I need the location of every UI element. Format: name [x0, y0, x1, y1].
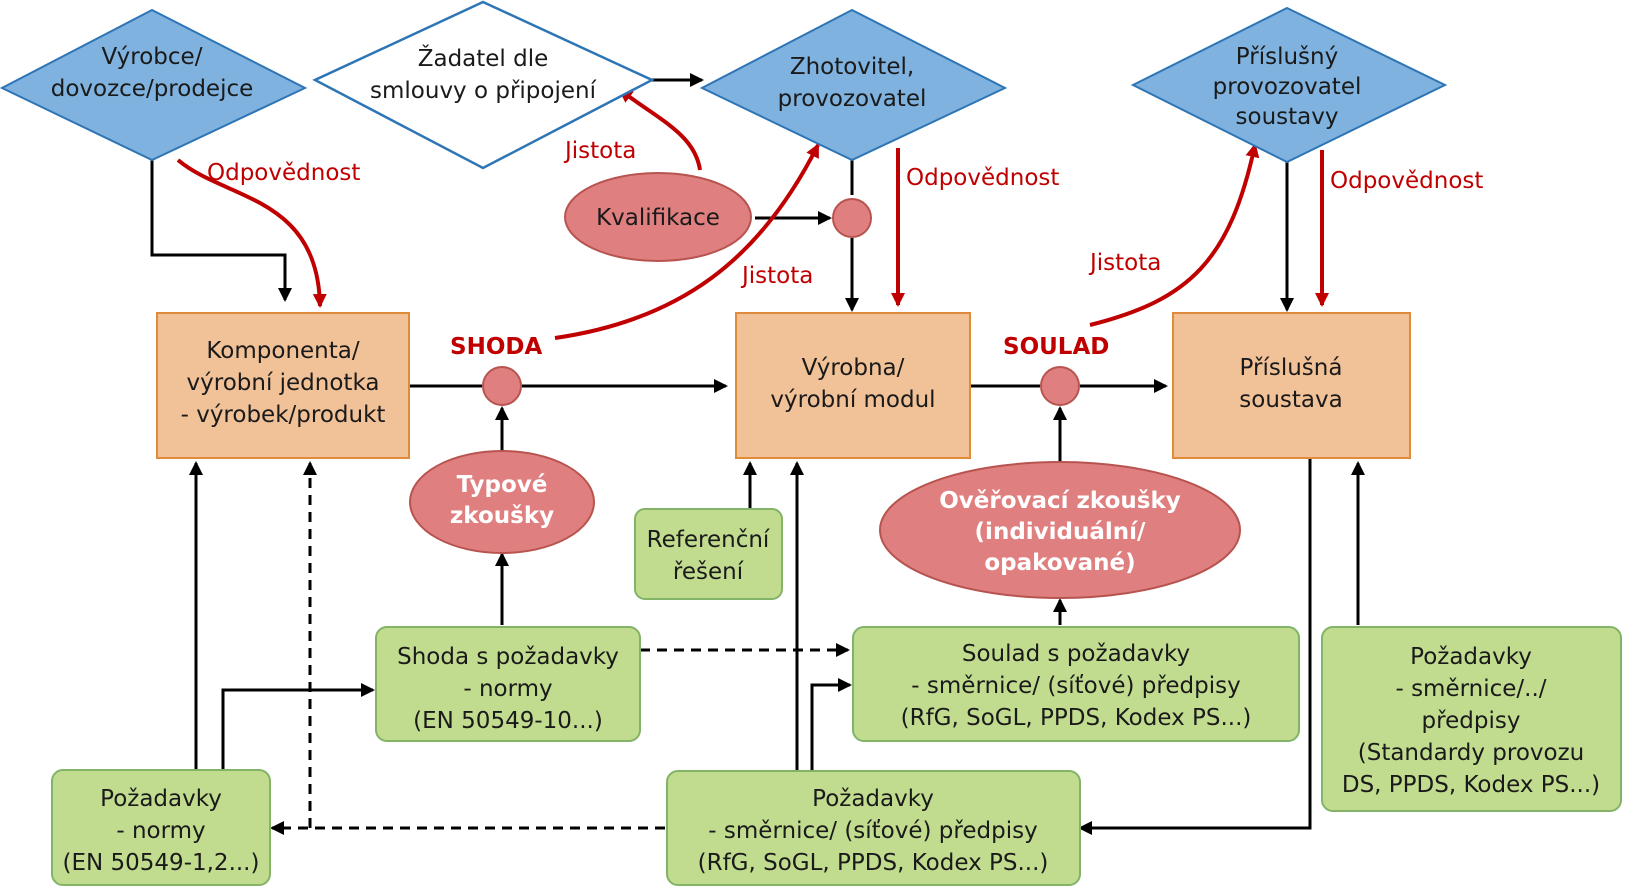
- norm-reqs-line-2: - normy: [116, 818, 205, 844]
- conformity-box: [375, 626, 641, 742]
- assurance-label-1: Jistota: [563, 138, 636, 164]
- rule-reqs-line-3: (RfG, SoGL, PPDS, Kodex PS...): [698, 850, 1049, 876]
- plant-line-2: výrobní modul: [770, 387, 935, 413]
- component-line-3: - výrobek/produkt: [181, 402, 386, 428]
- norm-reqs-box: [51, 769, 271, 886]
- responsibility-label-2: Odpovědnost: [906, 165, 1059, 191]
- assurance-label-2: Jistota: [740, 263, 813, 289]
- rule-reqs-line-2: - směrnice/ (síťové) předpisy: [708, 818, 1037, 844]
- norm-reqs-line-3: (EN 50549-1,2...): [63, 850, 260, 876]
- type-tests-line-1: Typové: [457, 472, 548, 498]
- black-connectors: [150, 73, 1365, 835]
- arrow-normreqs-conformity: [221, 683, 375, 770]
- applicant-line-1: Žadatel dle: [418, 44, 549, 72]
- assurance-arrow-2: [554, 143, 820, 340]
- component-line-2: výrobní jednotka: [187, 370, 380, 396]
- arrow-rulereqs-compliance: [810, 678, 852, 770]
- operator-diamond: [1130, 6, 1448, 164]
- system-line-2: soustava: [1239, 387, 1342, 413]
- rule-reqs-box: [666, 770, 1081, 886]
- contractor-line-2: provozovatel: [778, 86, 927, 112]
- verification-tests-line-1: Ověřovací zkoušky: [939, 488, 1181, 514]
- shoda-label: SHODA: [450, 334, 542, 360]
- system-reqs-line-1: Požadavky: [1410, 644, 1532, 670]
- soulad-label: SOULAD: [1003, 334, 1109, 360]
- applicant-diamond: [312, 0, 655, 170]
- system-reqs-line-4: (Standardy provozu: [1358, 740, 1585, 766]
- type-tests-line-2: zkoušky: [450, 503, 554, 529]
- contractor-diamond: [699, 8, 1008, 162]
- system-reqs-line-5: DS, PPDS, Kodex PS...): [1342, 772, 1600, 798]
- component-box: [156, 312, 410, 459]
- operator-line-3: soustavy: [1236, 104, 1339, 130]
- qualification-node: [832, 198, 872, 238]
- component-line-1: Komponenta/: [206, 338, 360, 364]
- manufacturer-line-2: dovozce/prodejce: [51, 76, 254, 102]
- soulad-node: [1040, 366, 1080, 406]
- system-reqs-line-3: předpisy: [1422, 708, 1521, 734]
- compliance-line-2: - směrnice/ (síťové) předpisy: [911, 673, 1240, 699]
- conformity-line-1: Shoda s požadavky: [397, 644, 619, 670]
- system-reqs-box: [1321, 626, 1622, 812]
- applicant-line-2: smlouvy o připojení: [370, 78, 597, 104]
- system-reqs-line-2: - směrnice/../: [1395, 676, 1546, 702]
- conformity-line-3: (EN 50549-10...): [413, 708, 603, 734]
- assurance-label-3: Jistota: [1088, 250, 1161, 276]
- reference-line-2: řešení: [673, 559, 744, 585]
- compliance-line-1: Soulad s požadavky: [962, 641, 1190, 667]
- compliance-line-3: (RfG, SoGL, PPDS, Kodex PS...): [901, 705, 1252, 731]
- arrow-system-rulereqs: [1078, 458, 1312, 835]
- type-tests-ellipse: [409, 450, 595, 554]
- contractor-line-1: Zhotovitel,: [790, 54, 914, 80]
- responsibility-label-3: Odpovědnost: [1330, 168, 1483, 194]
- verification-tests-line-3: opakované): [984, 550, 1135, 576]
- operator-line-2: provozovatel: [1213, 74, 1362, 100]
- norm-reqs-line-1: Požadavky: [100, 786, 222, 812]
- manufacturer-line-1: Výrobce/: [102, 44, 203, 70]
- assurance-arrow-1: [618, 88, 702, 171]
- conformity-line-2: - normy: [463, 676, 552, 702]
- rule-reqs-line-1: Požadavky: [812, 786, 934, 812]
- responsibility-arrow-1: [176, 158, 327, 308]
- qualification-label: Kvalifikace: [596, 205, 720, 231]
- qualification-ellipse: [564, 172, 752, 262]
- reference-line-1: Referenční: [647, 527, 770, 553]
- arrow-manufacturer-component: [150, 160, 292, 302]
- verification-tests-ellipse: [879, 461, 1241, 599]
- manufacturer-diamond: [0, 8, 308, 162]
- shoda-node: [482, 366, 522, 406]
- responsibility-label-1: Odpovědnost: [207, 160, 360, 186]
- verification-tests-line-2: (individuální/: [975, 519, 1146, 545]
- plant-box: [735, 312, 971, 459]
- plant-line-1: Výrobna/: [802, 355, 905, 381]
- operator-line-1: Příslušný: [1236, 44, 1338, 70]
- system-box: [1172, 312, 1411, 459]
- assurance-arrow-3: [1089, 143, 1260, 327]
- compliance-box: [852, 626, 1300, 742]
- reference-box: [634, 508, 783, 600]
- system-line-1: Příslušná: [1240, 355, 1343, 381]
- dashed-connectors: [270, 461, 850, 835]
- red-connectors: [176, 88, 1329, 340]
